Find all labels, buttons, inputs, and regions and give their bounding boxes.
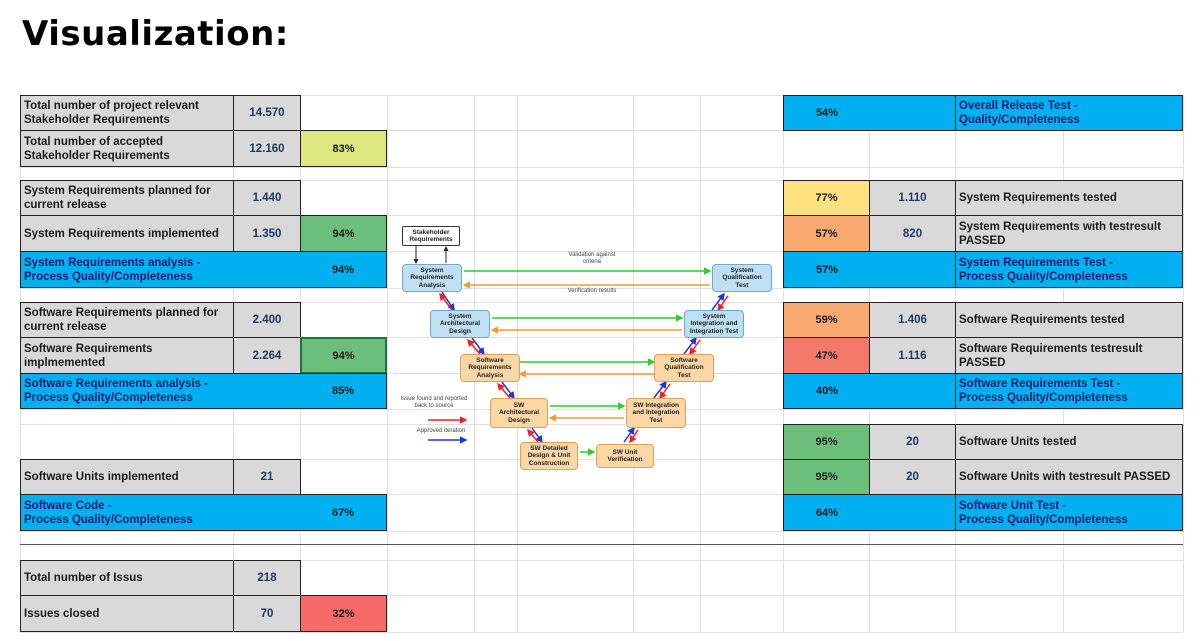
grid-row-line <box>20 130 1183 131</box>
grid-row-line <box>20 337 1183 338</box>
label-accepted-stakeholder-req[interactable]: Total number of accepted Stakeholder Req… <box>20 130 234 167</box>
box-system-architectural-design: System Architectural Design <box>430 310 490 338</box>
box-software-requirements-analysis: Software Requirements Analysis <box>460 354 520 382</box>
blank-sys-req-test-quality[interactable] <box>869 251 956 288</box>
section-divider <box>20 544 1183 545</box>
value-total-issues[interactable]: 218 <box>233 560 301 596</box>
grid-column-line <box>387 95 388 632</box>
box-software-qualification-test: Software Qualification Test <box>654 354 714 382</box>
box-system-requirements-analysis: System Requirements Analysis <box>402 264 462 292</box>
blank-sys-req-analysis[interactable] <box>233 251 301 288</box>
box-stakeholder-requirements: Stakeholder Requirements <box>402 226 460 246</box>
pct-issues-closed[interactable]: 32% <box>300 595 387 632</box>
label-verification-results: Verification results <box>567 288 617 294</box>
pct-sys-req-analysis-quality[interactable]: 94% <box>300 251 387 288</box>
pct-sw-units-tested[interactable]: 95% <box>783 424 870 460</box>
pct-sys-req-test-quality[interactable]: 57% <box>783 251 870 288</box>
pct-sw-req-passed[interactable]: 47% <box>783 337 870 374</box>
grid-row-line <box>20 494 1183 495</box>
pct-overall-release-test[interactable]: 54% <box>783 95 870 131</box>
grid-row-line <box>20 632 1183 633</box>
label-sw-units-tested[interactable]: Software Units tested <box>955 424 1183 460</box>
label-sys-req-planned[interactable]: System Requirements planned for current … <box>20 180 234 216</box>
value-accepted-stakeholder-req[interactable]: 12.160 <box>233 130 301 167</box>
label-sw-units-passed[interactable]: Software Units with testresult PASSED <box>955 459 1183 495</box>
label-sw-req-tested[interactable]: Software Requirements tested <box>955 302 1183 338</box>
grid-row-line <box>20 595 1183 596</box>
pct-sw-req-test-quality[interactable]: 40% <box>783 373 870 409</box>
grid-column-line <box>1183 95 1184 632</box>
pct-sw-code-quality[interactable]: 67% <box>300 494 387 531</box>
pct-sys-req-implemented[interactable]: 94% <box>300 215 387 252</box>
value-sw-req-implemented[interactable]: 2.264 <box>233 337 301 374</box>
label-sys-req-passed[interactable]: System Requirements with testresult PASS… <box>955 215 1183 252</box>
box-system-integration-test: System Integration and Integration Test <box>684 310 744 338</box>
grid-row-line <box>20 424 1183 425</box>
label-validation-against-criteria: Validation against criteria <box>568 252 616 265</box>
blank-overall-release-test[interactable] <box>869 95 956 131</box>
label-sys-req-analysis-quality[interactable]: System Requirements analysis - Process Q… <box>20 251 234 288</box>
v-model-arrows <box>413 246 729 456</box>
label-approved-iteration: Approved iteration <box>416 428 466 434</box>
label-sw-unit-test-quality[interactable]: Software Unit Test - Process Quality/Com… <box>955 494 1183 531</box>
box-system-qualification-test: System Qualification Test <box>712 264 772 292</box>
grid-row-line <box>20 560 1183 561</box>
blank-sw-unit-test-quality[interactable] <box>869 494 956 531</box>
label-issues-closed[interactable]: Issues closed <box>20 595 234 632</box>
pct-sw-unit-test-quality[interactable]: 64% <box>783 494 870 531</box>
grid-row-line <box>20 302 1183 303</box>
value-sys-req-tested[interactable]: 1.110 <box>869 180 956 216</box>
v-model-diagram: Stakeholder Requirements System Requirem… <box>392 216 782 482</box>
grid-row-line <box>20 167 1183 168</box>
pct-sw-req-analysis-quality[interactable]: 85% <box>300 373 387 409</box>
value-sys-req-planned[interactable]: 1.440 <box>233 180 301 216</box>
value-sw-units-passed[interactable]: 20 <box>869 459 956 495</box>
label-overall-release-test[interactable]: Overall Release Test - Quality/Completen… <box>955 95 1183 131</box>
value-sw-req-planned[interactable]: 2.400 <box>233 302 301 338</box>
pct-sw-units-passed[interactable]: 95% <box>783 459 870 495</box>
label-sw-req-test-quality[interactable]: Software Requirements Test - Process Qua… <box>955 373 1183 409</box>
value-issues-closed[interactable]: 70 <box>233 595 301 632</box>
value-sw-units-implemented[interactable]: 21 <box>233 459 301 495</box>
label-total-stakeholder-req[interactable]: Total number of project relevant Stakeho… <box>20 95 234 131</box>
label-sw-req-passed[interactable]: Software Requirements testresult PASSED <box>955 337 1183 374</box>
value-sw-req-tested[interactable]: 1.406 <box>869 302 956 338</box>
pct-sys-req-tested[interactable]: 77% <box>783 180 870 216</box>
label-sw-req-planned[interactable]: Software Requirements planned for curren… <box>20 302 234 338</box>
label-sys-req-tested[interactable]: System Requirements tested <box>955 180 1183 216</box>
label-sw-units-implemented[interactable]: Software Units implemented <box>20 459 234 495</box>
box-sw-detailed-design: SW Detailed Design & Unit Construction <box>520 442 578 470</box>
box-sw-architectural-design: SW Architectural Design <box>490 398 548 428</box>
value-sys-req-implemented[interactable]: 1.350 <box>233 215 301 252</box>
pct-sw-req-implemented[interactable]: 94% <box>300 337 387 374</box>
value-total-stakeholder-req[interactable]: 14.570 <box>233 95 301 131</box>
label-issue-found: Issue found and reported back to source <box>400 396 468 409</box>
value-sw-units-tested[interactable]: 20 <box>869 424 956 460</box>
pct-sys-req-passed[interactable]: 57% <box>783 215 870 252</box>
grid-row-line <box>20 409 1183 410</box>
grid-row-line <box>20 251 1183 252</box>
label-total-issues[interactable]: Total number of Issus <box>20 560 234 596</box>
label-sw-req-implemented[interactable]: Software Requirements implmemented <box>20 337 234 374</box>
page-title: Visualization: <box>22 14 289 54</box>
box-sw-integration-test: SW Integration and Integration Test <box>626 398 686 428</box>
grid-row-line <box>20 215 1183 216</box>
blank-sw-req-test-quality[interactable] <box>869 373 956 409</box>
label-sw-req-analysis-quality[interactable]: Software Requirements analysis - Process… <box>20 373 234 409</box>
grid-row-line <box>20 531 1183 532</box>
value-sys-req-passed[interactable]: 820 <box>869 215 956 252</box>
grid-column-line <box>633 95 634 632</box>
label-sw-code-quality[interactable]: Software Code - Process Quality/Complete… <box>20 494 234 531</box>
label-sys-req-test-quality[interactable]: System Requirements Test - Process Quali… <box>955 251 1183 288</box>
pct-sw-req-tested[interactable]: 59% <box>783 302 870 338</box>
blank-sw-code-quality[interactable] <box>233 494 301 531</box>
grid-row-line <box>20 180 1183 181</box>
value-sw-req-passed[interactable]: 1.116 <box>869 337 956 374</box>
label-sys-req-implemented[interactable]: System Requirements implemented <box>20 215 234 252</box>
pct-accepted-stakeholder-req[interactable]: 83% <box>300 130 387 167</box>
grid-row-line <box>20 95 1183 96</box>
blank-sw-req-analysis[interactable] <box>233 373 301 409</box>
box-sw-unit-verification: SW Unit Verification <box>596 444 654 468</box>
grid-row-line <box>20 288 1183 289</box>
